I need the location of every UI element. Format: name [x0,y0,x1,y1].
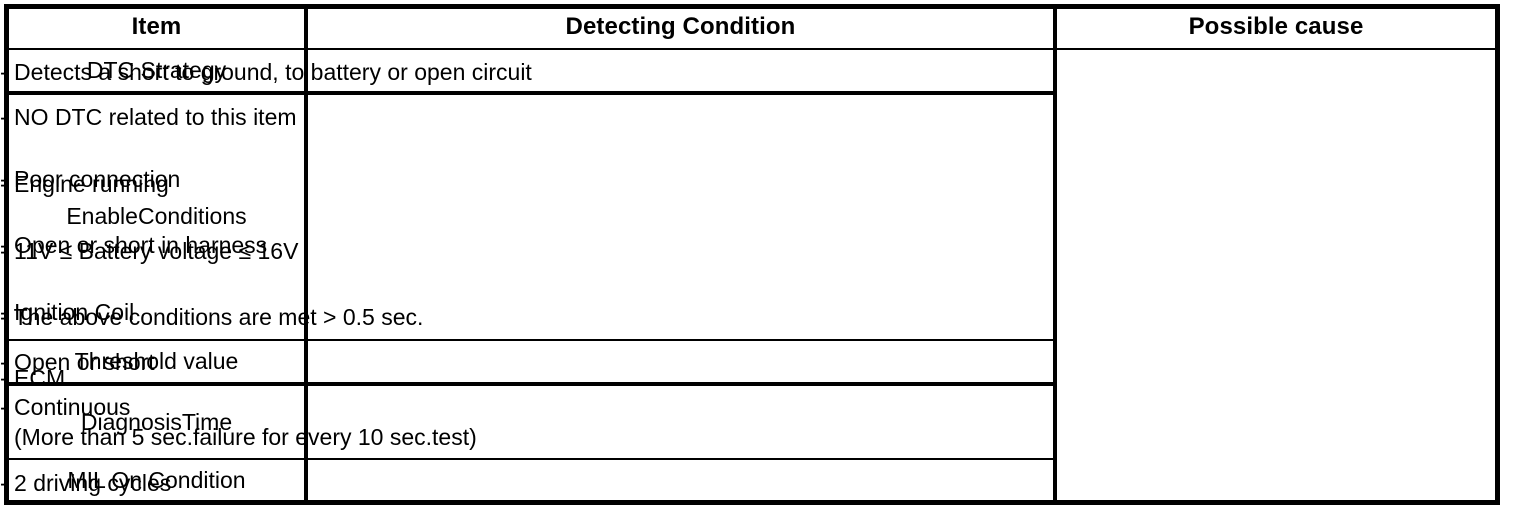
possible-cause-0: - Poor connection [0,166,181,192]
table-border-right [1495,4,1500,505]
condition-threshold-value-0: - Open or short [0,349,155,375]
row-separator-dtc-strategy [4,91,1057,95]
item-label-diagnosis-time: DiagnosisTime [80,408,233,435]
row-separator-enable-conditions [4,339,1057,341]
header-possible-cause: Possible cause [1188,13,1364,40]
condition-dtc-strategy-0: - Detects a short to ground, to battery … [0,59,532,85]
table-border-left [4,4,9,505]
condition-enable-conditions-0: - NO DTC related to this item [0,104,297,130]
possible-cause-2: - Ignition Coil [0,299,135,325]
condition-mil-on-condition-0: - 2 driving cycles [0,470,172,496]
column-separator-condition-cause [1053,4,1057,505]
column-separator-item-condition [304,4,308,505]
condition-enable-conditions-3: - The above conditions are met > 0.5 sec… [0,304,424,330]
condition-diagnosis-time-1: (More than 5 sec.failure for every 10 se… [14,424,477,450]
row-separator-threshold-value [4,382,1057,386]
item-label-mil-on-condition: MIL On Condition [67,466,246,493]
header-detecting-condition: Detecting Condition [565,13,796,40]
item-label-enable-conditions: EnableConditions [66,202,247,229]
table-border-bottom [4,500,1500,505]
table-border-top [4,4,1500,9]
item-label-threshold-value: Threshold value [74,348,239,374]
condition-enable-conditions-2: - 11V ≤ Battery voltage ≤ 16V [0,238,299,264]
row-separator-header [4,48,1500,50]
row-separator-diagnosis-time [4,458,1057,460]
header-item: Item [131,13,182,40]
possible-cause-3: - ECM [0,365,66,391]
item-label-dtc-strategy: DTC Strategy [86,57,227,83]
condition-enable-conditions-1: - Engine running [0,171,169,197]
condition-diagnosis-time-0: - Continuous [0,394,131,420]
possible-cause-1: - Open or short in harness [0,232,268,258]
